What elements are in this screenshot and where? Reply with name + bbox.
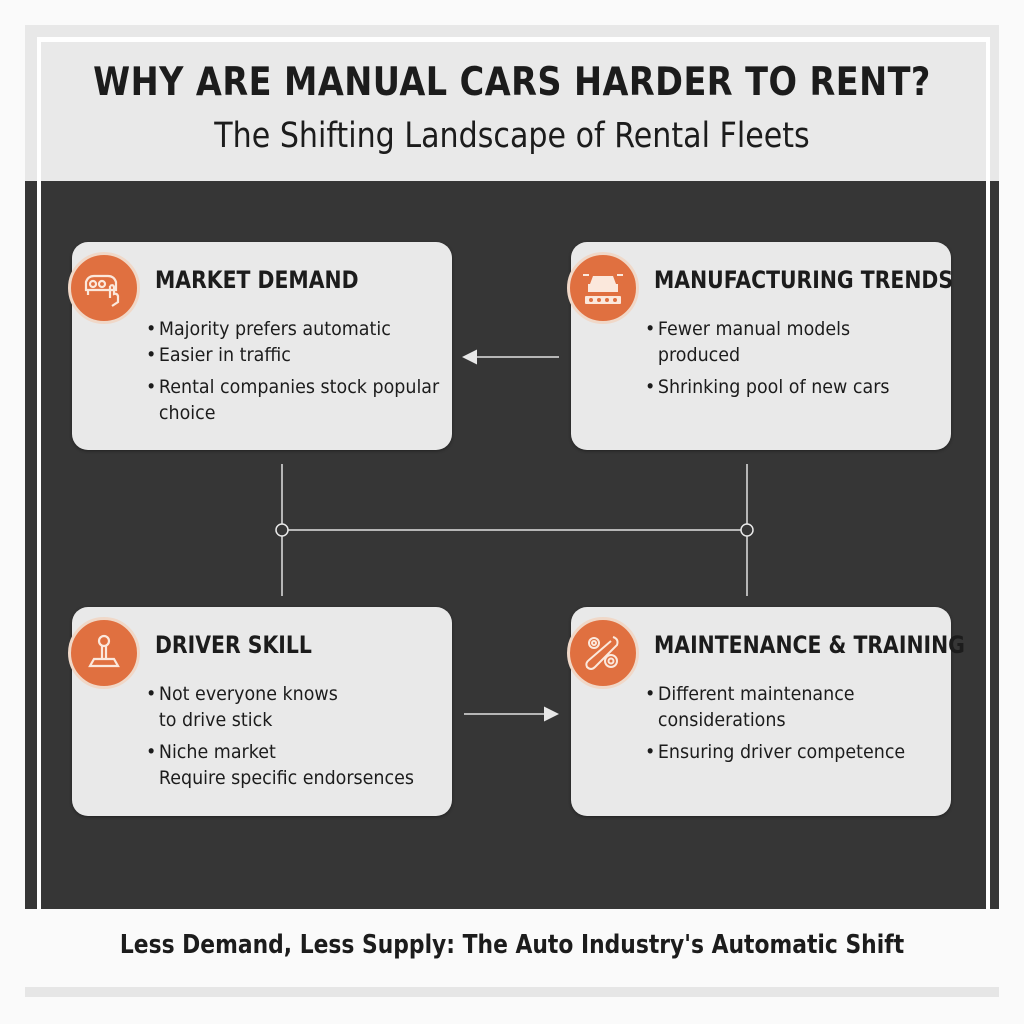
- card-maintenance-training: MAINTENANCE & TRAINING •Different mainte…: [567, 607, 965, 816]
- junction-node-right: [740, 523, 754, 537]
- card-title: MARKET DEMAND: [155, 266, 359, 294]
- page-title: WHY ARE MANUAL CARS HARDER TO RENT?: [93, 60, 931, 105]
- car-assembly-line-icon: [567, 252, 639, 324]
- left-border-bar: [25, 181, 37, 909]
- bottom-bar: [25, 987, 999, 997]
- card-title: MANUFACTURING TRENDS: [654, 266, 954, 294]
- card-market-demand: MARKET DEMAND •Majority prefers automati…: [68, 242, 452, 450]
- bullet-item: •Easier in traffic: [146, 344, 291, 366]
- bullet-list: •Majority prefers automatic •Easier in t…: [146, 316, 465, 432]
- wrench-gears-icon: [567, 617, 639, 689]
- bullet-item: •Majority prefers automatic: [146, 318, 391, 340]
- gear-stick-icon: [68, 617, 140, 689]
- card-title: DRIVER SKILL: [155, 631, 312, 659]
- page-subtitle: The Shifting Landscape of Rental Fleets: [214, 116, 810, 156]
- car-touch-icon: [68, 252, 140, 324]
- card-title: MAINTENANCE & TRAINING: [654, 631, 965, 659]
- header-panel: [41, 42, 986, 181]
- bullet-item: •Shrinking pool of new cars: [645, 376, 890, 398]
- right-border-bar: [990, 181, 999, 909]
- footer-tagline: Less Demand, Less Supply: The Auto Indus…: [119, 930, 905, 960]
- bullet-item: •Ensuring driver competence: [645, 741, 906, 763]
- junction-node-left: [275, 523, 289, 537]
- card-manufacturing-trends: MANUFACTURING TRENDS •Fewer manual model…: [567, 242, 954, 450]
